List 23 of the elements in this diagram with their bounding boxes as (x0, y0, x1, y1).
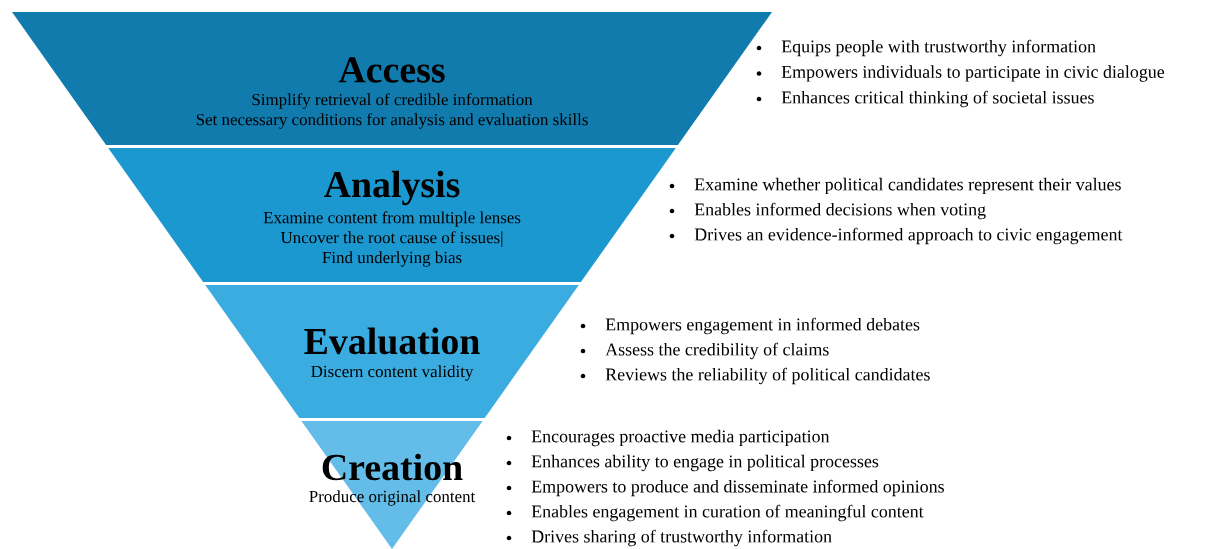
node-label: Find underlying bias (322, 251, 462, 267)
node-label: Set necessary conditions for analysis and evaluation skills (196, 113, 588, 129)
bullet-item: Enables engagement in curation of meaningful content (506, 504, 924, 522)
node-label: Examine content from multiple lenses (263, 211, 521, 227)
node-label: Analysis (324, 170, 460, 206)
bullet-item: Enhances critical thinking of societal issues (756, 90, 1094, 108)
bullet-item: Enables informed decisions when voting (669, 202, 986, 220)
bullet-item: Empowers to produce and disseminate informed opinions (506, 479, 944, 497)
node-label: Discern content validity (311, 365, 474, 381)
bullet-item: Equips people with trustworthy information (756, 39, 1096, 57)
bullet-item: Empowers individuals to participate in civic dialogue (756, 65, 1165, 82)
bullet-item: Enhances ability to engage in political processes (506, 454, 879, 472)
node-label: Access (338, 57, 445, 83)
node-label: Uncover the root cause of issues| (280, 231, 503, 247)
bullet-item: Encourages proactive media participation (506, 429, 830, 447)
bullet-item: Examine whether political candidates represent their values (669, 177, 1121, 195)
bullet-item: Drives an evidence-informed approach to civic engagement (669, 227, 1123, 245)
bullet-item: Empowers engagement in informed debates (580, 317, 920, 335)
node-label: Simplify retrieval of credible information (252, 93, 533, 109)
bullet-item: Assess the credibility of claims (580, 342, 829, 360)
bullet-item: Reviews the reliability of political candidates (580, 367, 930, 385)
bullet-item: Drives sharing of trustworthy information (506, 529, 832, 547)
node-label: Evaluation (304, 327, 480, 355)
